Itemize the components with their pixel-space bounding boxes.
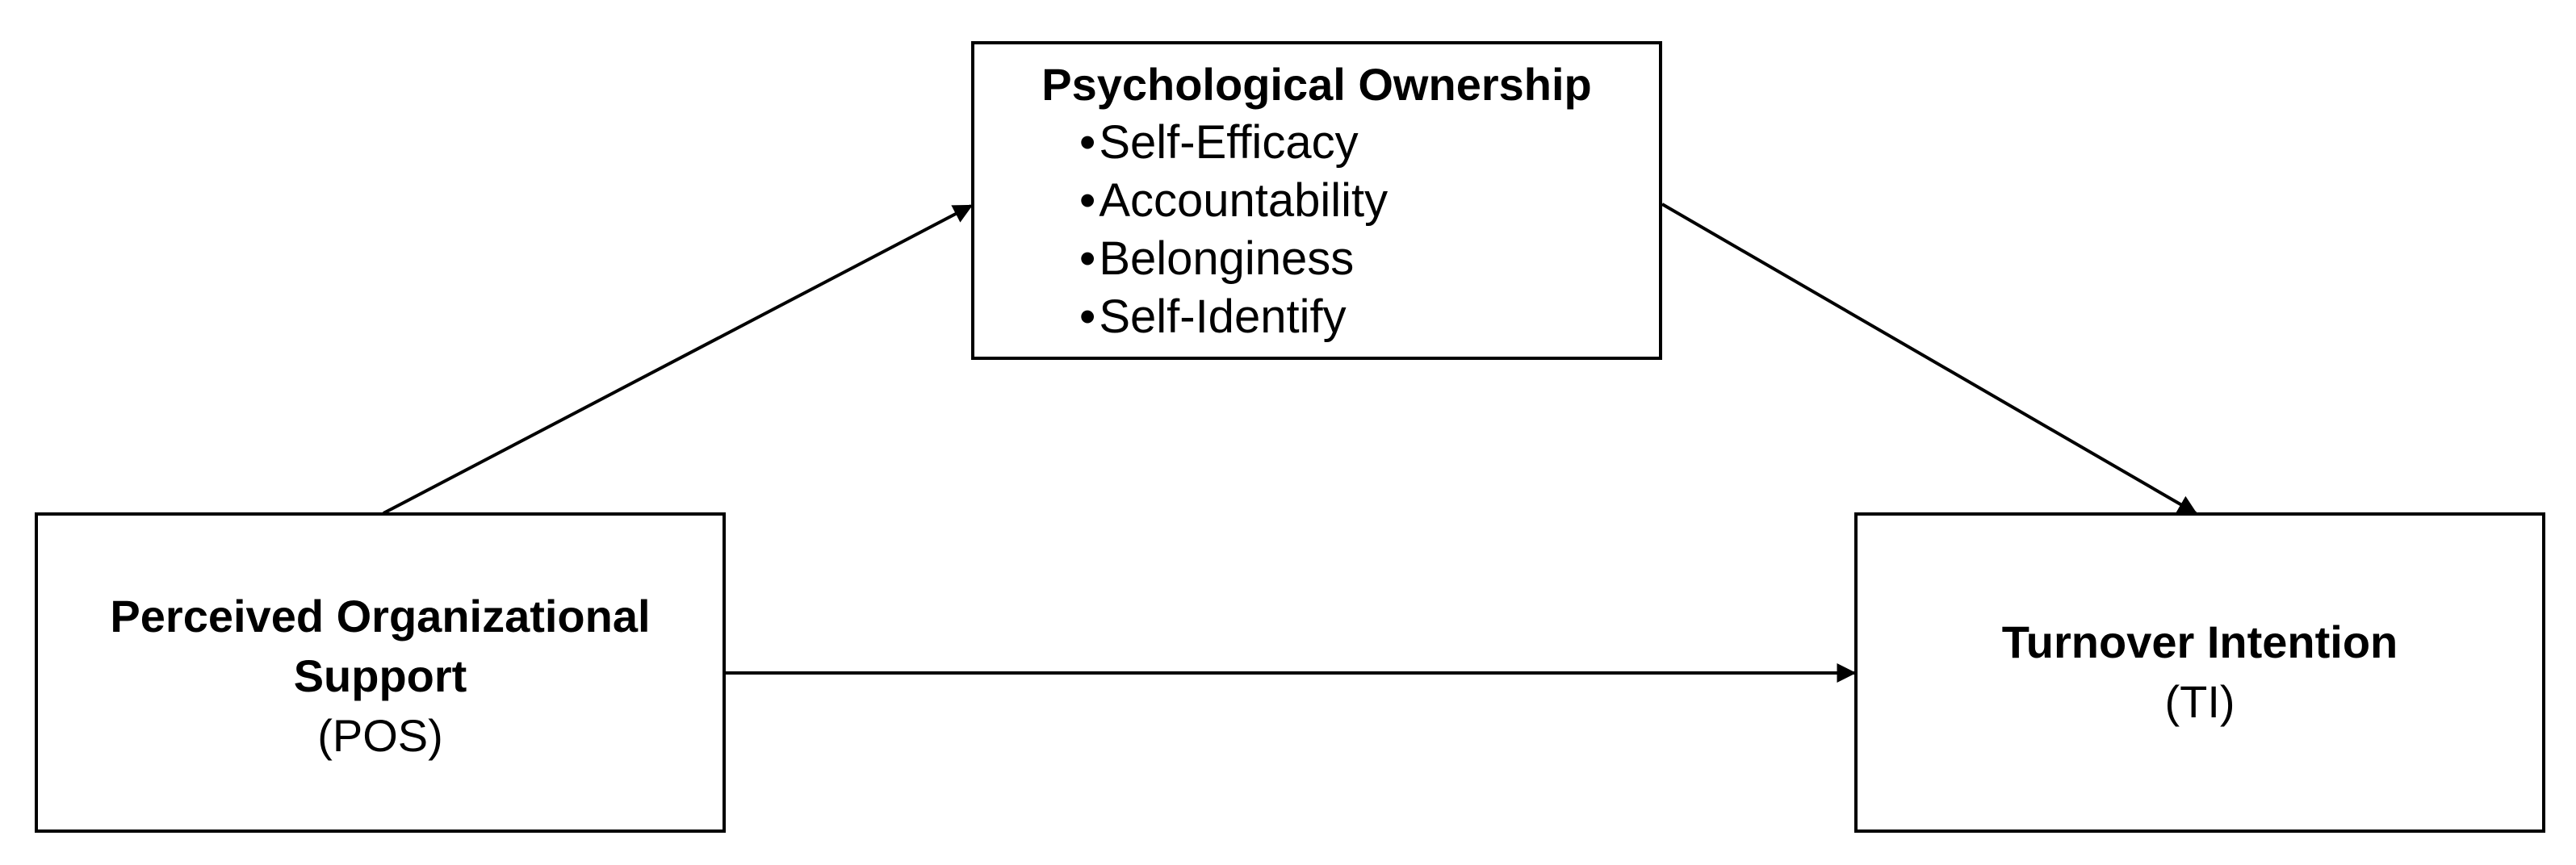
ti-abbreviation: (TI) [2164,676,2235,727]
psychological-ownership-title: Psychological Ownership [1041,59,1592,110]
dimension-item: Self-Identify [1079,288,1388,346]
pos-title-line-2: Support [293,650,467,701]
dimension-item: Belonginess [1079,230,1388,288]
ti-label-group: Turnover Intention (TI) [1858,612,2542,732]
dimension-item: Self-Efficacy [1079,114,1388,172]
arrow-po-to-ti [1661,203,2198,515]
turnover-intention-box: Turnover Intention (TI) [1854,512,2545,833]
arrow-pos-to-po [383,204,974,515]
psychological-ownership-box: Psychological Ownership Self-Efficacy Ac… [971,41,1662,360]
dimension-item: Accountability [1079,172,1388,230]
ti-title: Turnover Intention [2001,616,2398,667]
perceived-organizational-support-box: Perceived Organizational Support (POS) [35,512,726,833]
pos-abbreviation: (POS) [317,710,443,761]
pos-label-group: Perceived Organizational Support (POS) [38,587,723,766]
psychological-ownership-dimensions: Self-Efficacy Accountability Belonginess… [1079,114,1388,346]
pos-title-line-1: Perceived Organizational [110,591,651,641]
